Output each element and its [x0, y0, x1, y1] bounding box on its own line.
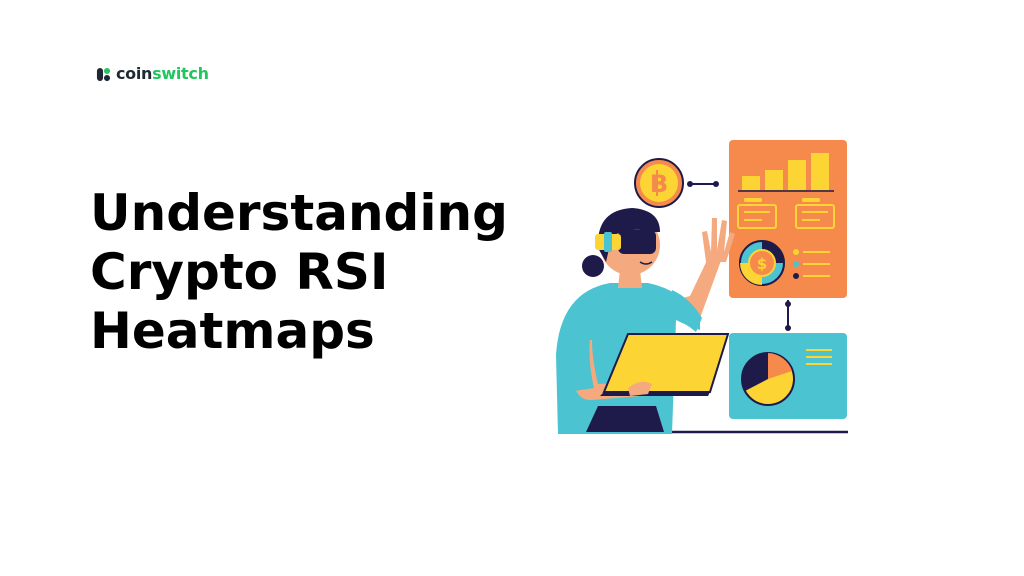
laptop-icon [600, 333, 730, 396]
pie-chart-icon [741, 352, 795, 406]
info-card-right [795, 198, 835, 229]
hair [597, 208, 660, 262]
coinswitch-logo-icon [96, 67, 111, 81]
person-figure [556, 208, 735, 434]
hair-bun [582, 255, 604, 277]
connector-line-vertical [785, 300, 791, 331]
page-title: Understanding Crypto RSI Heatmaps [90, 184, 508, 361]
bar-chart-icon [738, 153, 834, 192]
vr-headset-icon [595, 230, 656, 254]
vr-crypto-illustration: B [556, 140, 848, 434]
legend-lines [793, 249, 830, 279]
brand-logo[interactable]: coinswitch [96, 66, 209, 82]
page-title-line-1: Understanding [90, 184, 508, 242]
brand-wordmark: coinswitch [116, 66, 209, 82]
bitcoin-coin-icon: B [634, 158, 684, 208]
dollar-coin-icon: $ [757, 255, 767, 273]
connector-line [687, 181, 719, 187]
page-title-line-3: Heatmaps [90, 302, 375, 360]
svg-text:B: B [650, 170, 668, 198]
brand-wordmark-switch: switch [152, 64, 209, 83]
orange-dashboard-panel: $ [729, 140, 847, 298]
page-title-line-2: Crypto RSI [90, 243, 389, 301]
donut-chart-icon: $ [739, 240, 785, 286]
teal-pie-panel [729, 333, 847, 419]
raised-hand [702, 218, 735, 262]
info-card-left [737, 198, 777, 229]
brand-wordmark-coin: coin [116, 64, 153, 83]
